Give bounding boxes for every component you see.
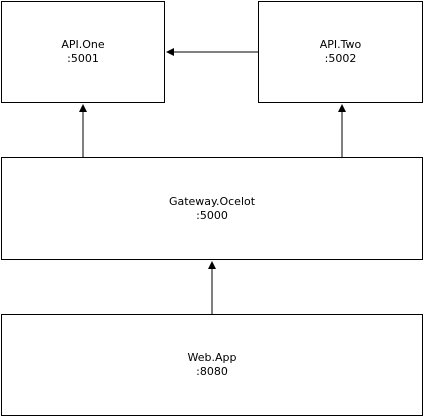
webapp-port: :8080	[196, 365, 228, 378]
gateway-port: :5000	[196, 208, 228, 222]
api-two-name: API.Two	[319, 38, 362, 51]
api-one-name: API.One	[61, 38, 105, 51]
api-two-node: API.Two :5002	[258, 1, 423, 103]
api-two-port: :5002	[324, 52, 357, 65]
api-one-port: :5001	[67, 52, 99, 65]
webapp-node: Web.App :8080	[1, 314, 423, 416]
gateway-name: Gateway.Ocelot	[168, 194, 256, 208]
api-one-node: API.One :5001	[1, 1, 165, 103]
webapp-name: Web.App	[187, 351, 237, 364]
gateway-node: Gateway.Ocelot :5000	[1, 157, 423, 260]
